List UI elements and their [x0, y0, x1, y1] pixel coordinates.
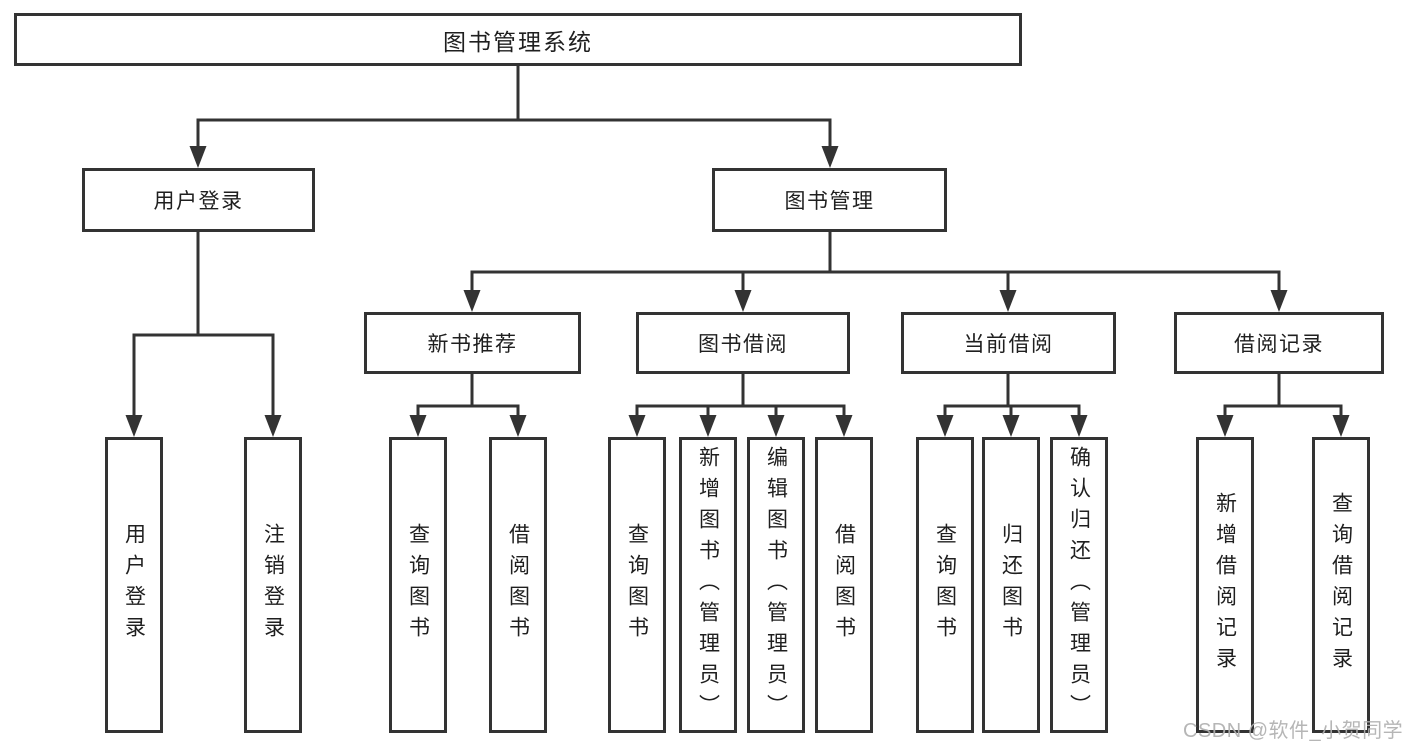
arrowhead-icon	[936, 415, 954, 437]
arrowhead-icon	[509, 415, 527, 437]
arrowhead-icon	[821, 146, 839, 168]
node-borrowing-records: 借阅记录	[1174, 312, 1384, 374]
arrowhead-icon	[1332, 415, 1350, 437]
arrowhead-icon	[1270, 290, 1288, 312]
node-leaf-user-login: 用户登录	[105, 437, 163, 733]
arrowhead-icon	[835, 415, 853, 437]
node-leaf-confirm-return-admin: 确认归还（管理员）	[1050, 437, 1108, 733]
arrowhead-icon	[125, 415, 143, 437]
arrowhead-icon	[734, 290, 752, 312]
wire-borrow-records-to-leaves	[1223, 374, 1343, 419]
arrowhead-icon	[767, 415, 785, 437]
wire-book-management-to-level3	[470, 232, 1281, 294]
node-leaf-query-books-1: 查询图书	[389, 437, 447, 733]
node-current-borrowing: 当前借阅	[901, 312, 1116, 374]
wire-current-borrow-to-leaves	[943, 374, 1081, 419]
node-leaf-query-books-3: 查询图书	[916, 437, 974, 733]
node-book-borrowing: 图书借阅	[636, 312, 850, 374]
arrowhead-icon	[1002, 415, 1020, 437]
wire-new-book-to-leaves	[416, 374, 520, 419]
node-leaf-query-books-2: 查询图书	[608, 437, 666, 733]
node-leaf-add-borrow-record: 新增借阅记录	[1196, 437, 1254, 733]
node-leaf-query-borrow-record: 查询借阅记录	[1312, 437, 1370, 733]
wire-root-to-level2	[196, 66, 832, 150]
node-new-book-recommendation: 新书推荐	[364, 312, 581, 374]
node-leaf-edit-books-admin: 编辑图书（管理员）	[747, 437, 805, 733]
arrowhead-icon	[189, 146, 207, 168]
node-leaf-borrow-books-1: 借阅图书	[489, 437, 547, 733]
node-leaf-logout: 注销登录	[244, 437, 302, 733]
arrowhead-icon	[264, 415, 282, 437]
csdn-watermark: CSDN @软件_小贺同学	[1183, 720, 1404, 742]
arrowhead-icon	[1070, 415, 1088, 437]
node-leaf-add-books-admin: 新增图书（管理员）	[679, 437, 737, 733]
node-library-management-system: 图书管理系统	[14, 13, 1022, 66]
wire-book-borrow-to-leaves	[635, 374, 846, 419]
arrowhead-icon	[999, 290, 1017, 312]
wire-user-login-to-leaves	[132, 232, 275, 419]
arrowhead-icon	[463, 290, 481, 312]
node-book-management: 图书管理	[712, 168, 947, 232]
node-leaf-return-books: 归还图书	[982, 437, 1040, 733]
node-leaf-borrow-books-2: 借阅图书	[815, 437, 873, 733]
arrowhead-icon	[1216, 415, 1234, 437]
node-user-login: 用户登录	[82, 168, 315, 232]
arrowhead-icon	[409, 415, 427, 437]
arrowhead-icon	[699, 415, 717, 437]
arrowhead-icon	[628, 415, 646, 437]
